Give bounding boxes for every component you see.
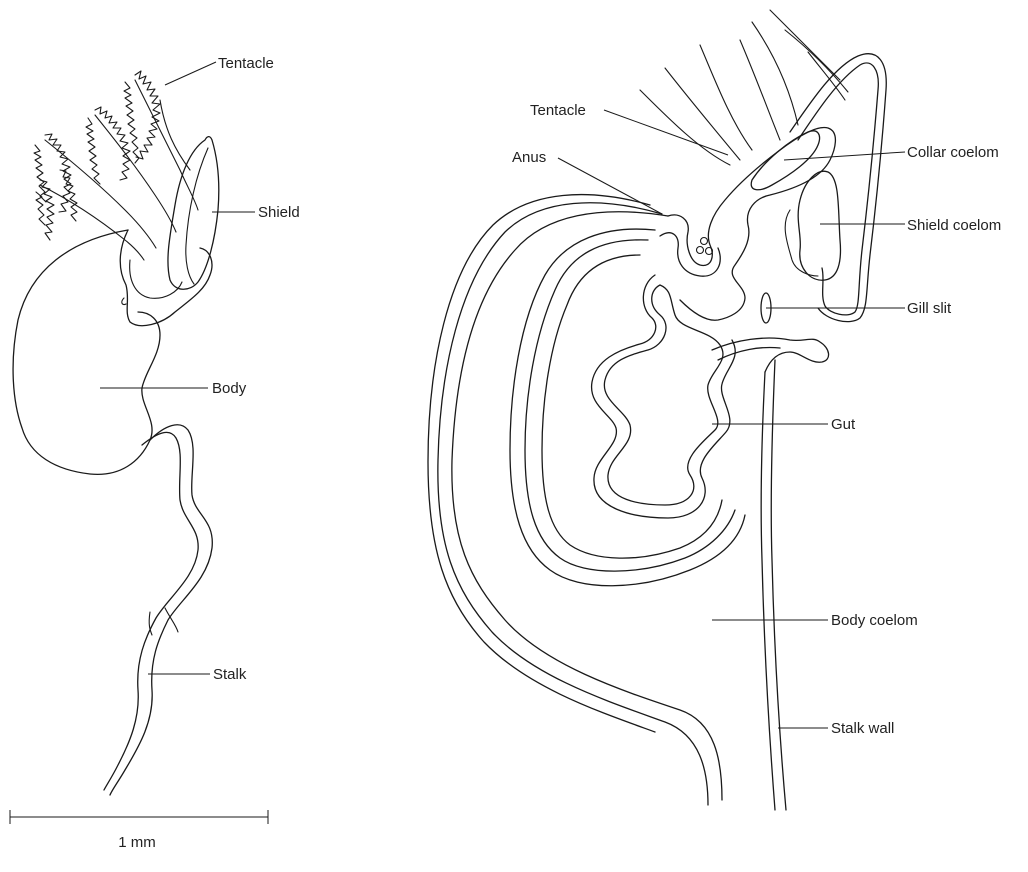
section-tentacles xyxy=(640,10,848,165)
label-left-body: Body xyxy=(212,380,247,397)
scale-bar xyxy=(10,810,268,824)
shield-coelom-cavity xyxy=(798,171,840,280)
gut-wall-outer xyxy=(510,229,745,586)
section-drawing xyxy=(428,10,886,810)
scale-bar-label: 1 mm xyxy=(118,834,156,851)
left-tentacles xyxy=(34,71,198,260)
shield-outline xyxy=(168,137,219,290)
leader-right-anus xyxy=(558,158,662,214)
whole-animal-drawing xyxy=(13,71,219,795)
label-right-anus: Anus xyxy=(512,149,546,166)
leader-left-tentacle xyxy=(165,62,216,85)
label-shield-coelom: Shield coelom xyxy=(907,217,1001,234)
shield-section xyxy=(798,63,878,315)
label-right-tentacle: Tentacle xyxy=(530,102,586,119)
label-gut: Gut xyxy=(831,416,856,433)
left-leader-lines xyxy=(100,62,255,674)
body-outline xyxy=(13,230,160,474)
collar-outline xyxy=(120,230,212,326)
label-body-coelom: Body coelom xyxy=(831,612,918,629)
label-left-shield: Shield xyxy=(258,204,300,221)
leader-right-tentacle xyxy=(604,110,728,155)
label-gill-slit: Gill slit xyxy=(907,300,952,317)
label-stalk-wall: Stalk wall xyxy=(831,720,894,737)
label-collar-coelom: Collar coelom xyxy=(907,144,999,161)
label-left-stalk: Stalk xyxy=(213,666,247,683)
leader-collar-coelom xyxy=(784,152,905,160)
outer-body-wall xyxy=(452,212,722,800)
label-left-tentacle: Tentacle xyxy=(218,55,274,72)
